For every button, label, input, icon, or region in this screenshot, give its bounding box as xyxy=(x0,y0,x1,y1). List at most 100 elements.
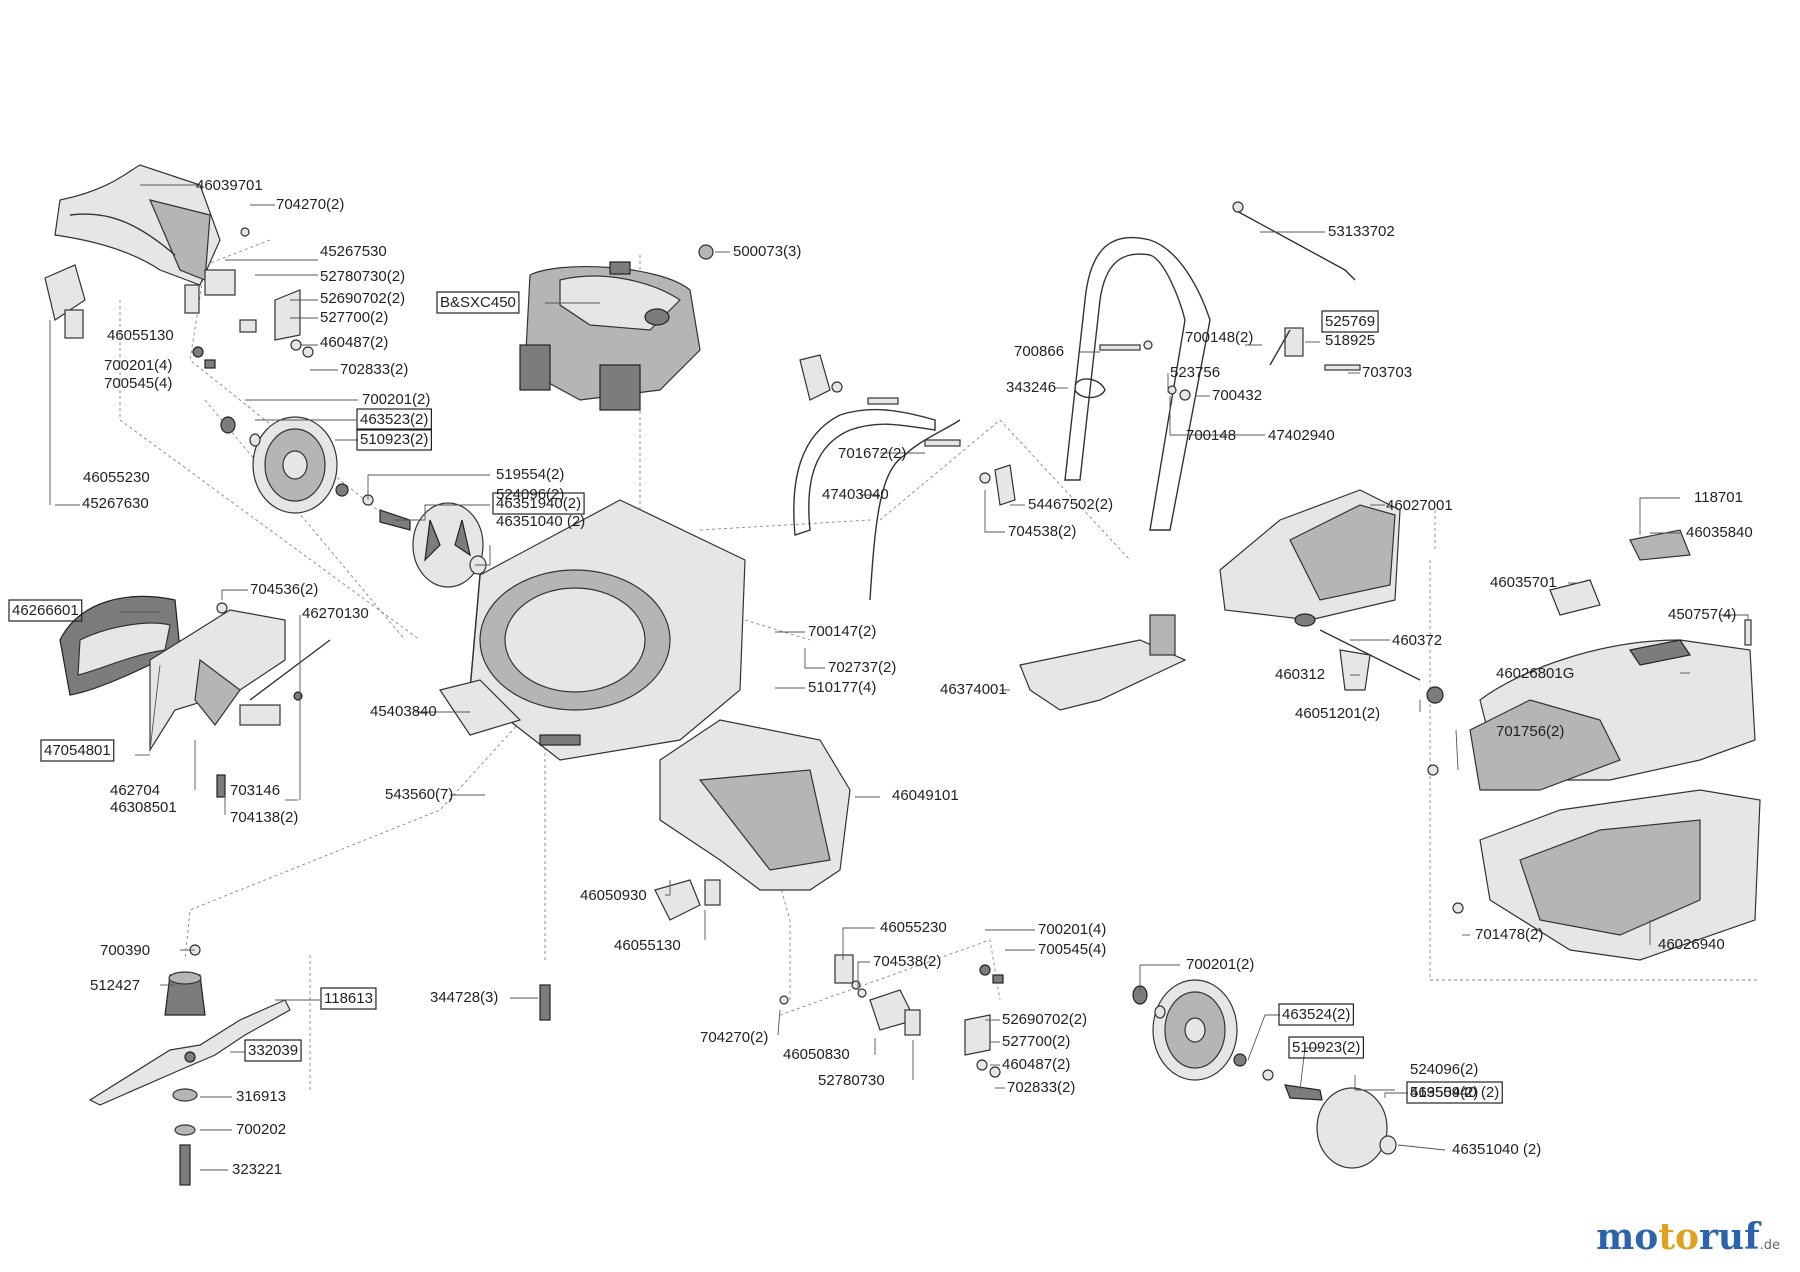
part-number-label: 700201(2) xyxy=(362,391,430,408)
hinge-bracket-right xyxy=(779,954,1004,1078)
part-number-label: 46039701 xyxy=(196,177,263,194)
part-number-label: 701756(2) xyxy=(1496,723,1564,740)
boxed-part-number-label: 46350940 (2) xyxy=(1410,1084,1499,1101)
motoruf-watermark: motoruf.de xyxy=(1596,1216,1780,1258)
part-number-label: 510177(4) xyxy=(808,679,876,696)
part-number-label: 46351040 (2) xyxy=(496,513,585,530)
part-number-label: 52780730(2) xyxy=(320,268,405,285)
boxed-part-number-label: 510923(2) xyxy=(360,431,428,448)
part-number-label: 702737(2) xyxy=(828,659,896,676)
part-number-label: 462704 xyxy=(110,782,160,799)
part-number-label: 700147(2) xyxy=(808,623,876,640)
part-number-label: 344728(3) xyxy=(430,989,498,1006)
part-number-label: 527700(2) xyxy=(320,309,388,326)
part-number-label: 46035701 xyxy=(1490,574,1557,591)
label-box xyxy=(492,492,585,515)
part-number-label: 700432 xyxy=(1212,387,1262,404)
part-number-label: 519554(2) xyxy=(496,466,564,483)
part-number-label: 700545(4) xyxy=(1038,941,1106,958)
small-fasteners-left xyxy=(192,227,314,369)
part-number-label: 500073(3) xyxy=(733,243,801,260)
part-number-label: 700545(4) xyxy=(104,375,172,392)
part-number-label: 703703 xyxy=(1362,364,1412,381)
boxed-part-number-label: 463523(2) xyxy=(360,411,428,428)
label-box xyxy=(1288,1036,1364,1059)
part-number-label: 46049101 xyxy=(892,787,959,804)
part-number-label: 704538(2) xyxy=(873,953,941,970)
boxed-part-number-label: 510923(2) xyxy=(1292,1039,1360,1056)
part-number-label: 52690702(2) xyxy=(320,290,405,307)
boxed-part-number-label: B&SXC450 xyxy=(440,294,516,311)
hinge-bracket-left xyxy=(44,264,301,341)
part-number-label: 701672(2) xyxy=(838,445,906,462)
lower-handle-part xyxy=(793,354,1016,601)
mower-deck-part xyxy=(439,499,746,761)
part-number-label: 524096(2) xyxy=(496,486,564,503)
upper-handle-part xyxy=(1064,201,1361,531)
part-number-label: 54467502(2) xyxy=(1028,496,1113,513)
part-number-label: 704536(2) xyxy=(250,581,318,598)
wheel-hub-left xyxy=(362,494,487,588)
part-number-label: 52780730 xyxy=(818,1072,885,1089)
part-number-label: 46050930 xyxy=(580,887,647,904)
part-number-label: 518925 xyxy=(1325,332,1375,349)
part-number-label: 512427 xyxy=(90,977,140,994)
part-number-label: 323221 xyxy=(232,1161,282,1178)
label-box xyxy=(436,291,520,314)
part-number-label: 46374001 xyxy=(940,681,1007,698)
part-number-label: 701478(2) xyxy=(1475,926,1543,943)
part-number-label: 47402940 xyxy=(1268,427,1335,444)
part-number-label: 704270(2) xyxy=(700,1029,768,1046)
part-number-label: 702833(2) xyxy=(1007,1079,1075,1096)
part-number-label: 46270130 xyxy=(302,605,369,622)
blade-assembly-part xyxy=(88,944,551,1186)
part-number-label: 460372 xyxy=(1392,632,1442,649)
part-number-label: 523756 xyxy=(1170,364,1220,381)
part-number-label: 460487(2) xyxy=(320,334,388,351)
part-number-label: 519554(2) xyxy=(1410,1084,1478,1101)
part-number-label: 704270(2) xyxy=(276,196,344,213)
part-number-label: 703146 xyxy=(230,782,280,799)
part-number-label: 46026940 xyxy=(1658,936,1725,953)
label-box xyxy=(356,408,432,431)
label-box xyxy=(320,987,377,1010)
rear-right-wheel-part xyxy=(1132,979,1397,1169)
part-number-label: 700202 xyxy=(236,1121,286,1138)
part-number-label: 460487(2) xyxy=(1002,1056,1070,1073)
boxed-part-number-label: 118613 xyxy=(324,990,373,1007)
part-number-label: 45403840 xyxy=(370,703,437,720)
part-number-label: 700390 xyxy=(100,942,150,959)
part-number-label: 524096(2) xyxy=(1410,1061,1478,1078)
boxed-part-number-label: 47054801 xyxy=(44,742,111,759)
part-number-label: 46055230 xyxy=(83,469,150,486)
label-box xyxy=(1321,310,1379,333)
part-number-label: 343246 xyxy=(1006,379,1056,396)
boxed-part-number-label: 525769 xyxy=(1325,313,1375,330)
part-number-label: 46055230 xyxy=(880,919,947,936)
part-number-label: 527700(2) xyxy=(1002,1033,1070,1050)
part-number-label: 700201(4) xyxy=(1038,921,1106,938)
part-number-label: 700201(2) xyxy=(1186,956,1254,973)
part-number-label: 52690702(2) xyxy=(1002,1011,1087,1028)
part-number-label: 704138(2) xyxy=(230,809,298,826)
rear-left-wheel-part xyxy=(220,416,349,514)
part-number-label: 45267630 xyxy=(82,495,149,512)
part-number-label: 46027001 xyxy=(1386,497,1453,514)
part-number-label: 316913 xyxy=(236,1088,286,1105)
part-number-label: 46055130 xyxy=(107,327,174,344)
part-number-label: 47403040 xyxy=(822,486,889,503)
part-number-label: 46051201(2) xyxy=(1295,705,1380,722)
part-number-label: 46035840 xyxy=(1686,524,1753,541)
part-number-label: 543560(7) xyxy=(385,786,453,803)
label-box xyxy=(1278,1003,1354,1026)
discharge-cover-part xyxy=(59,595,331,798)
part-number-labels: 46039701704270(2)4526753052780730(2)5269… xyxy=(8,177,1753,1178)
grassbox-part xyxy=(1427,529,1761,961)
part-number-label: 118701 xyxy=(1694,489,1743,506)
part-number-label: 46050830 xyxy=(783,1046,850,1063)
grassbox-lid-part xyxy=(1219,489,1444,704)
part-number-label: 460312 xyxy=(1275,666,1325,683)
rear-guard-part xyxy=(654,719,851,921)
engine-part xyxy=(519,244,714,411)
